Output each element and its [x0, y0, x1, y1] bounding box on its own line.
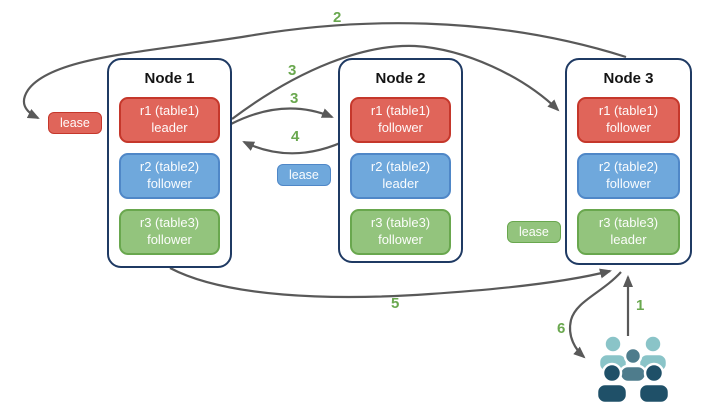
replica-role: follower [606, 120, 651, 135]
node-3-replica-r2: r2 (table2) follower [577, 153, 680, 199]
step-label-1: 1 [636, 297, 645, 314]
node-2-replica-r1: r1 (table1) follower [350, 97, 451, 143]
step-label-5: 5 [391, 295, 400, 312]
replica-name: r2 (table2) [139, 159, 200, 175]
node-1-title: Node 1 [144, 70, 195, 87]
replica-role: leader [610, 232, 647, 247]
arrow-step-2 [22, 22, 627, 119]
arrow-step-6 [568, 271, 622, 359]
replica-name: r3 (table3) [139, 215, 200, 231]
step-label-6: 6 [557, 320, 566, 337]
lease-badge-table2: lease [277, 164, 331, 186]
lease-badge-table3: lease [507, 221, 561, 243]
replica-role: leader [151, 120, 188, 135]
step-label-4: 4 [291, 128, 300, 145]
users-group-icon [595, 334, 671, 404]
replica-role: follower [378, 232, 423, 247]
arrow-step-3-to-node3 [231, 44, 560, 120]
replica-name: r2 (table2) [598, 159, 659, 175]
replica-name: r1 (table1) [598, 103, 659, 119]
node-2-title: Node 2 [375, 70, 426, 87]
arrow-step-5 [169, 267, 612, 299]
replica-name: r1 (table1) [370, 103, 431, 119]
node-3-title: Node 3 [603, 70, 654, 87]
replica-role: follower [378, 120, 423, 135]
step-label-3b: 3 [290, 90, 299, 107]
replica-role: leader [382, 176, 419, 191]
node-1-replica-r3: r3 (table3) follower [119, 209, 220, 255]
node-3-replicas: r1 (table1) follower r2 (table2) followe… [577, 97, 680, 255]
node-1-replica-r1: r1 (table1) leader [119, 97, 220, 143]
node-2-replicas: r1 (table1) follower r2 (table2) leader … [350, 97, 451, 255]
step-label-3a: 3 [288, 62, 297, 79]
node-2-replica-r3: r3 (table3) follower [350, 209, 451, 255]
node-2: Node 2 r1 (table1) follower r2 (table2) … [338, 58, 463, 263]
replica-name: r3 (table3) [598, 215, 659, 231]
node-1-replicas: r1 (table1) leader r2 (table2) follower … [119, 97, 220, 255]
arrow-step-4 [242, 138, 350, 155]
node-1: Node 1 r1 (table1) leader r2 (table2) fo… [107, 58, 232, 268]
node-3-replica-r1: r1 (table1) follower [577, 97, 680, 143]
replica-name: r2 (table2) [370, 159, 431, 175]
node-1-replica-r2: r2 (table2) follower [119, 153, 220, 199]
replica-role: follower [147, 232, 192, 247]
node-3: Node 3 r1 (table1) follower r2 (table2) … [565, 58, 692, 265]
arrow-step-3-to-node2 [230, 107, 334, 125]
replica-role: follower [606, 176, 651, 191]
lease-badge-table1: lease [48, 112, 102, 134]
replica-role: follower [147, 176, 192, 191]
replica-name: r1 (table1) [139, 103, 200, 119]
step-label-2: 2 [333, 9, 342, 26]
replica-name: r3 (table3) [370, 215, 431, 231]
node-2-replica-r2: r2 (table2) leader [350, 153, 451, 199]
node-3-replica-r3: r3 (table3) leader [577, 209, 680, 255]
